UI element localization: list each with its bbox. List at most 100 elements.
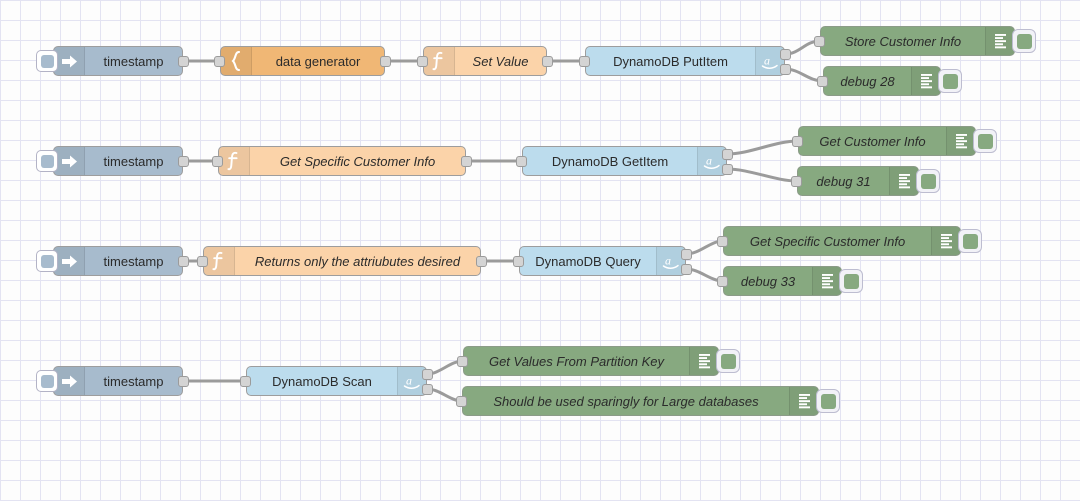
arrow-right-icon — [54, 147, 85, 175]
amazon-a-icon: a — [656, 247, 685, 275]
input-port[interactable] — [240, 376, 251, 387]
node-debug-33[interactable]: debug 33 — [717, 266, 863, 296]
debug-status-button[interactable] — [1012, 29, 1036, 53]
node-label: debug 33 — [740, 273, 796, 289]
debug-status-button[interactable] — [938, 69, 962, 93]
input-port[interactable] — [513, 256, 524, 267]
node-label: timestamp — [103, 153, 164, 169]
node-debug-31[interactable]: debug 31 — [791, 166, 940, 196]
debug-lines-icon — [985, 27, 1014, 55]
node-inject-timestamp-3[interactable]: timestamp — [36, 246, 189, 276]
node-label: Returns only the attriubutes desired — [254, 253, 461, 269]
arrow-right-icon — [54, 367, 85, 395]
svg-text:a: a — [665, 253, 671, 267]
svg-text:a: a — [406, 373, 412, 387]
input-port[interactable] — [212, 156, 223, 167]
input-port[interactable] — [814, 36, 825, 47]
input-port[interactable] — [417, 56, 428, 67]
inject-button-3[interactable] — [36, 250, 58, 272]
node-function-returns-only-attributes[interactable]: Returns only the attriubutes desired — [197, 246, 487, 276]
output-port[interactable] — [380, 56, 391, 67]
node-debug-get-values-from-partition-key[interactable]: Get Values From Partition Key — [457, 346, 740, 376]
input-port[interactable] — [579, 56, 590, 67]
input-port[interactable] — [214, 56, 225, 67]
wire-dynamo2-debug4 — [725, 167, 799, 183]
arrow-right-icon — [54, 47, 85, 75]
output-port-1[interactable] — [681, 249, 692, 260]
debug-status-button[interactable] — [839, 269, 863, 293]
debug-lines-icon — [931, 227, 960, 255]
input-port[interactable] — [197, 256, 208, 267]
node-inject-timestamp-1[interactable]: timestamp — [36, 46, 189, 76]
inject-button-1[interactable] — [36, 50, 58, 72]
output-port[interactable] — [476, 256, 487, 267]
output-port-2[interactable] — [681, 264, 692, 275]
node-label: Get Specific Customer Info — [749, 233, 906, 249]
node-label: timestamp — [103, 53, 164, 69]
node-dynamodb-query[interactable]: DynamoDB Query a — [513, 246, 692, 276]
amazon-a-icon: a — [697, 147, 726, 175]
node-label: debug 28 — [840, 73, 895, 89]
node-dynamodb-putitem[interactable]: DynamoDB PutItem a — [579, 46, 791, 76]
inject-button-4[interactable] — [36, 370, 58, 392]
input-port[interactable] — [817, 76, 828, 87]
debug-status-button[interactable] — [716, 349, 740, 373]
debug-status-button[interactable] — [973, 129, 997, 153]
input-port[interactable] — [717, 276, 728, 287]
node-debug-get-specific-customer-info[interactable]: Get Specific Customer Info — [717, 226, 982, 256]
inject-button-2[interactable] — [36, 150, 58, 172]
input-port[interactable] — [792, 136, 803, 147]
output-port-1[interactable] — [780, 49, 791, 60]
node-inject-timestamp-2[interactable]: timestamp — [36, 146, 189, 176]
debug-status-button[interactable] — [916, 169, 940, 193]
output-port[interactable] — [178, 156, 189, 167]
input-port[interactable] — [717, 236, 728, 247]
svg-text:a: a — [706, 153, 712, 167]
debug-lines-icon — [946, 127, 975, 155]
output-port-2[interactable] — [722, 164, 733, 175]
amazon-a-icon: a — [755, 47, 784, 75]
node-dynamodb-getitem[interactable]: DynamoDB GetItem a — [516, 146, 733, 176]
input-port[interactable] — [516, 156, 527, 167]
output-port-1[interactable] — [422, 369, 433, 380]
output-port[interactable] — [461, 156, 472, 167]
amazon-a-icon: a — [397, 367, 426, 395]
node-inject-timestamp-4[interactable]: timestamp — [36, 366, 189, 396]
node-dynamodb-scan[interactable]: DynamoDB Scan a — [240, 366, 433, 396]
node-label: DynamoDB Query — [535, 253, 641, 269]
curly-brace-icon — [221, 47, 252, 75]
output-port[interactable] — [178, 256, 189, 267]
debug-lines-icon — [911, 67, 940, 95]
node-debug-store-customer-info[interactable]: Store Customer Info — [814, 26, 1036, 56]
debug-status-button[interactable] — [958, 229, 982, 253]
node-label: timestamp — [103, 373, 164, 389]
output-port-1[interactable] — [722, 149, 733, 160]
node-label: Get Customer Info — [819, 133, 926, 149]
node-debug-should-be-used-sparingly[interactable]: Should be used sparingly for Large datab… — [456, 386, 840, 416]
output-port-2[interactable] — [422, 384, 433, 395]
node-template-data-generator[interactable]: data generator — [214, 46, 391, 76]
output-port[interactable] — [178, 376, 189, 387]
output-port-2[interactable] — [780, 64, 791, 75]
node-label: DynamoDB PutItem — [613, 53, 728, 69]
node-function-get-specific-customer-info[interactable]: Get Specific Customer Info — [212, 146, 472, 176]
node-label: DynamoDB Scan — [272, 373, 372, 389]
node-label: Should be used sparingly for Large datab… — [493, 393, 759, 409]
node-debug-28[interactable]: debug 28 — [817, 66, 962, 96]
node-debug-get-customer-info[interactable]: Get Customer Info — [792, 126, 997, 156]
node-label: timestamp — [103, 253, 164, 269]
output-port[interactable] — [178, 56, 189, 67]
node-function-set-value[interactable]: Set Value — [417, 46, 553, 76]
function-f-icon — [204, 247, 235, 275]
node-label: Get Values From Partition Key — [488, 353, 665, 369]
debug-status-button[interactable] — [816, 389, 840, 413]
input-port[interactable] — [457, 356, 468, 367]
node-label: data generator — [275, 53, 361, 69]
node-label: Set Value — [472, 53, 529, 69]
input-port[interactable] — [456, 396, 467, 407]
function-f-icon — [219, 147, 250, 175]
function-f-icon — [424, 47, 455, 75]
input-port[interactable] — [791, 176, 802, 187]
output-port[interactable] — [542, 56, 553, 67]
